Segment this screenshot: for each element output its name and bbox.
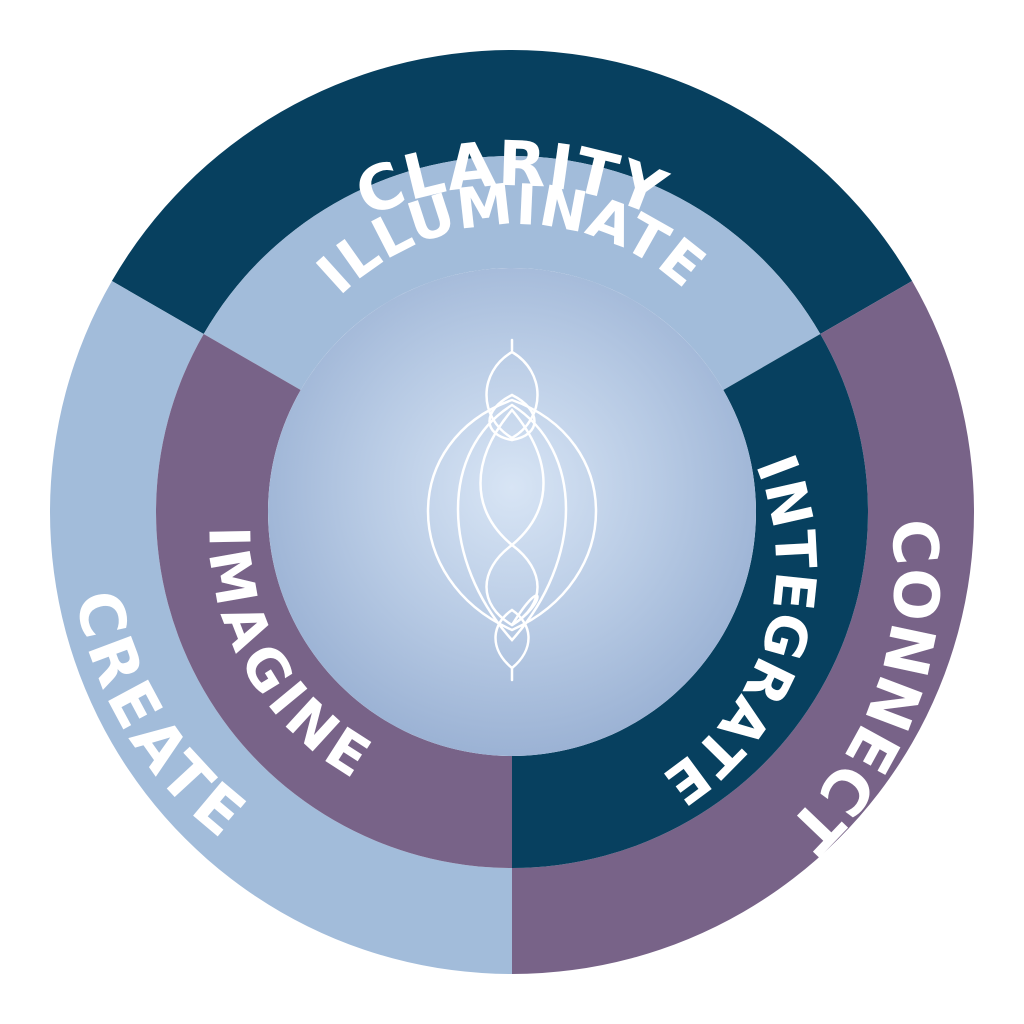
outer-ring xyxy=(50,50,974,974)
inner-segment-illuminate xyxy=(203,156,821,390)
outer-segment-connect xyxy=(512,281,974,974)
outer-segment-clarity xyxy=(111,50,913,334)
inner-segment-integrate xyxy=(512,334,868,868)
lotus-vesica-icon xyxy=(426,338,598,682)
inner-ring xyxy=(155,156,868,869)
outer-segment-create xyxy=(50,281,513,974)
inner-segment-imagine xyxy=(155,334,513,869)
center-disc xyxy=(268,268,756,756)
